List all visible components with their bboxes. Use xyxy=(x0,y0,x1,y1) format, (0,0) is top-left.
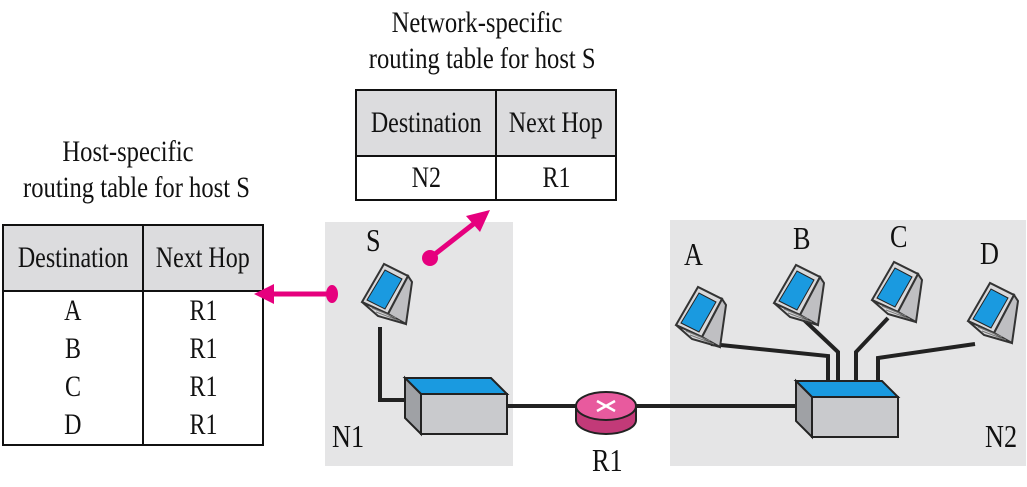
destination-cell: N2 xyxy=(354,155,498,201)
host-table-caption-line2: routing table for host S xyxy=(23,171,250,204)
cable-c-switch xyxy=(854,316,890,383)
host-label-s: S xyxy=(366,222,381,258)
host-label-c: C xyxy=(890,218,908,254)
next-hop-cell: R1 xyxy=(142,330,264,368)
table-header-row: Destination Next Hop xyxy=(354,89,617,157)
host-label-d: D xyxy=(980,235,999,271)
host-routing-table: Destination Next Hop A R1 B R1 C R1 D R1 xyxy=(1,224,264,446)
network-table-caption-line2: routing table for host S xyxy=(368,42,596,75)
table-row: N2 R1 xyxy=(354,155,617,201)
column-header-next-hop: Next Hop xyxy=(495,89,617,157)
network-label-n1: N1 xyxy=(332,418,365,454)
switch-n2 xyxy=(795,380,899,438)
cables xyxy=(378,316,976,408)
column-header-destination: Destination xyxy=(354,89,498,157)
next-hop-cell: R1 xyxy=(142,406,264,446)
cable-d-switch xyxy=(876,342,976,383)
arrow-to-network-table xyxy=(422,210,490,266)
table-row: B R1 xyxy=(1,330,264,368)
router-r1 xyxy=(575,391,637,435)
network-table-caption-line1: Network-specific xyxy=(391,6,563,39)
cable-a-switch xyxy=(710,342,830,383)
next-hop-cell: R1 xyxy=(142,291,264,330)
cable-b-switch xyxy=(800,316,840,383)
table-row: A R1 xyxy=(1,291,264,330)
table-row: C R1 xyxy=(1,368,264,406)
host-table-caption-line1: Host-specific xyxy=(62,135,194,168)
destination-cell: C xyxy=(1,368,145,406)
host-table-caption: Host-specific routing table for host S xyxy=(23,134,250,206)
destination-cell: B xyxy=(1,330,145,368)
table-row: D R1 xyxy=(1,406,264,446)
network-table-caption: Network-specific routing table for host … xyxy=(368,5,596,77)
host-label-b: B xyxy=(793,220,811,256)
router-label-r1: R1 xyxy=(592,442,623,478)
network-label-n2: N2 xyxy=(985,418,1018,454)
cable-s-switch xyxy=(378,327,412,402)
next-hop-cell: R1 xyxy=(142,368,264,406)
column-header-next-hop: Next Hop xyxy=(142,224,264,292)
host-label-a: A xyxy=(684,236,703,272)
switch-n1 xyxy=(404,377,508,435)
arrow-to-host-table xyxy=(254,284,338,304)
destination-cell: D xyxy=(1,406,145,446)
table-header-row: Destination Next Hop xyxy=(1,224,264,292)
destination-cell: A xyxy=(1,291,145,330)
next-hop-cell: R1 xyxy=(495,155,617,201)
network-routing-table: Destination Next Hop N2 R1 xyxy=(354,89,617,201)
column-header-destination: Destination xyxy=(1,224,145,292)
